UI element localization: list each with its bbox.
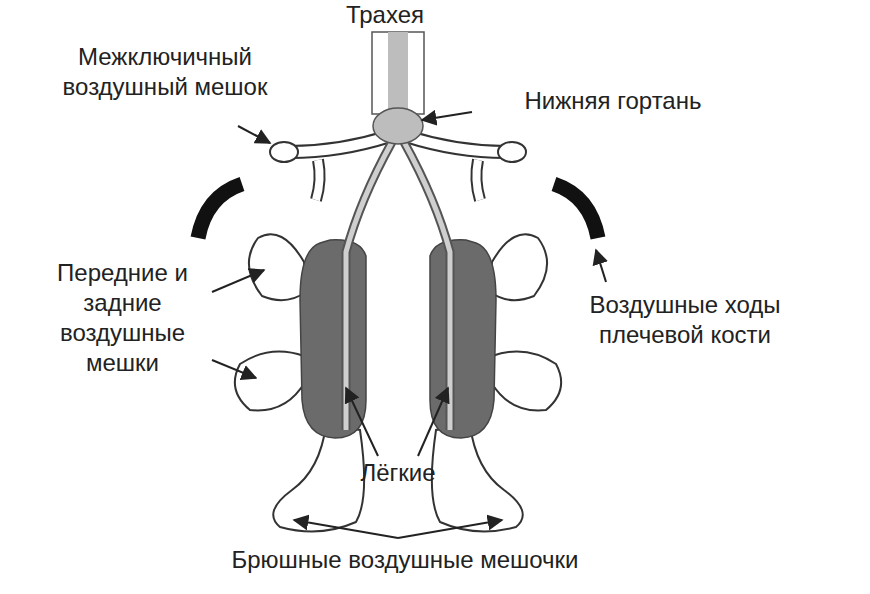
thoracic-sacs-label: Передние и задние воздушные мешки	[30, 258, 215, 378]
syrinx-label: Нижняя гортань	[478, 86, 748, 116]
lungs-label: Лёгкие	[328, 458, 468, 488]
trachea-label: Трахея	[310, 0, 460, 30]
humerus-passage-label: Воздушные ходы плечевой кости	[540, 290, 830, 350]
abdominal-sacs-label: Брюшные воздушные мешочки	[150, 545, 660, 575]
interclavicular-sac-label: Межключичный воздушный мешок	[30, 42, 300, 102]
